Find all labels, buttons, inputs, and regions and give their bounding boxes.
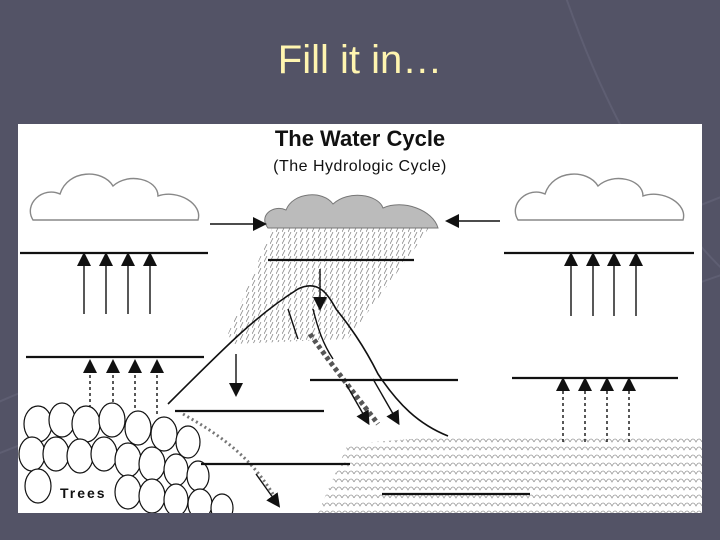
transpiration-arrows bbox=[90, 366, 157, 414]
ocean bbox=[318, 436, 702, 513]
precipitation-area bbox=[228, 226, 430, 344]
diagram-subtitle: (The Hydrologic Cycle) bbox=[18, 158, 702, 176]
diagram-drawing bbox=[18, 124, 702, 513]
groundwater-arrow bbox=[256, 474, 276, 502]
diagram-title: The Water Cycle bbox=[18, 126, 702, 152]
left-evaporation-arrows bbox=[84, 259, 150, 314]
runoff-arrow-2 bbox=[373, 379, 396, 419]
right-evaporation-arrows bbox=[571, 259, 636, 316]
right-cloud bbox=[515, 174, 683, 220]
slide-title: Fill it in… bbox=[0, 38, 720, 83]
water-cycle-diagram: The Water Cycle (The Hydrologic Cycle) T… bbox=[18, 124, 702, 513]
left-cloud bbox=[30, 174, 198, 220]
center-rain-cloud bbox=[265, 195, 438, 228]
trees-label: Trees bbox=[58, 485, 109, 501]
ocean-evaporation-arrows bbox=[563, 384, 629, 442]
trees-cluster bbox=[19, 403, 233, 513]
